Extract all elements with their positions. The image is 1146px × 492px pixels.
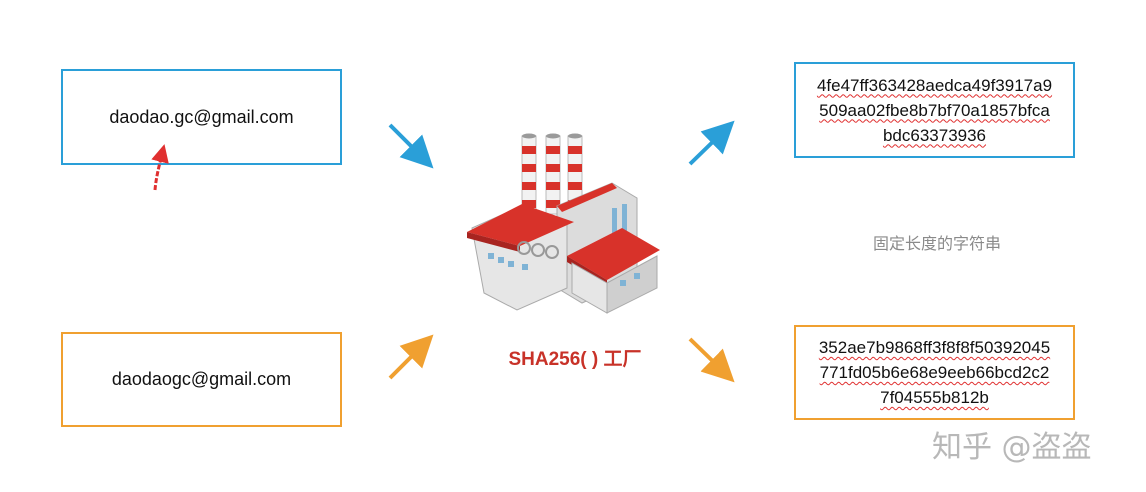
arrow-factory-to-output1 — [688, 120, 735, 166]
hash-line: 509aa02fbe8b7bf70a1857bfca — [819, 100, 1050, 120]
factory-label: SHA256( ) 工厂 — [508, 349, 642, 370]
arrow-factory-to-output2 — [688, 337, 735, 383]
input-text-2: daodaogc@gmail.com — [111, 369, 292, 389]
arrow-input1-to-factory — [388, 123, 434, 169]
factory-icon — [467, 133, 660, 314]
hash-line: 4fe47ff363428aedca49f3917a9 — [816, 75, 1053, 95]
fixed-length-note: 固定长度的字符串 — [872, 234, 1001, 253]
hash-line: 7f04555b812b — [880, 388, 989, 407]
hash-line: 352ae7b9868ff3f8f8f50392045 — [818, 338, 1051, 357]
output-hash-text-1: 4fe47ff363428aedca49f3917a9 509aa02fbe8b… — [800, 73, 1070, 148]
output-hash-text-2: 352ae7b9868ff3f8f8f50392045 771fd05b6e68… — [800, 335, 1070, 410]
input-box-2: daodaogc@gmail.com — [61, 332, 342, 427]
watermark: 知乎 @盗盗 — [932, 430, 1092, 465]
chimneys — [521, 133, 583, 217]
output-hash-box-2: 352ae7b9868ff3f8f8f50392045 771fd05b6e68… — [794, 325, 1075, 420]
input-box-1: daodao.gc@gmail.com — [61, 69, 342, 165]
arrow-input2-to-factory — [388, 334, 434, 380]
red-annotation-arrow — [151, 144, 169, 191]
hash-line: bdc63373936 — [882, 125, 987, 145]
output-hash-box-1: 4fe47ff363428aedca49f3917a9 509aa02fbe8b… — [794, 62, 1075, 158]
hash-line: 771fd05b6e68e9eeb66bcd2c2 — [819, 363, 1050, 382]
input-text-1: daodao.gc@gmail.com — [109, 106, 294, 127]
